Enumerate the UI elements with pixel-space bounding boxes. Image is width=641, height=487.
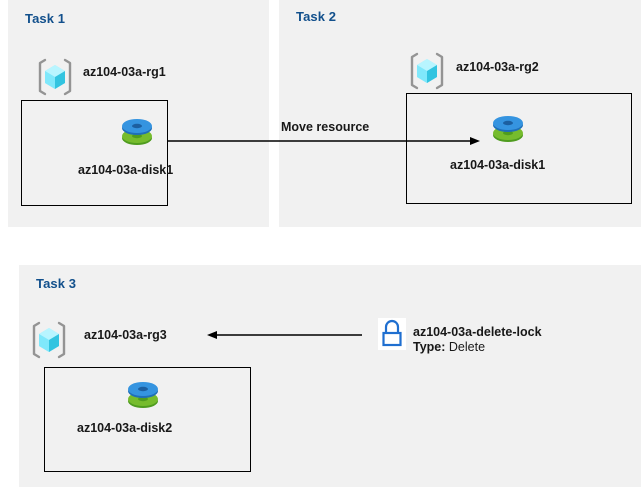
lock-type-value: Delete xyxy=(448,340,486,354)
resource-group-icon xyxy=(30,320,68,360)
lock-name-label: az104-03a-delete-lock xyxy=(413,325,542,339)
task-title-task2: Task 2 xyxy=(296,9,337,24)
resource-group-icon xyxy=(36,57,74,97)
resource-group-icon xyxy=(408,51,446,91)
disk-label-task2: az104-03a-disk1 xyxy=(450,158,546,172)
resource-group-box-rg2 xyxy=(406,93,632,204)
lock-type-key: Type: xyxy=(413,340,446,354)
lock-text-block: az104-03a-delete-lock Type: Delete xyxy=(413,325,542,355)
lock-icon xyxy=(378,318,406,350)
disk-label-task3: az104-03a-disk2 xyxy=(77,421,173,435)
lock-type-line: Type: Delete xyxy=(413,340,542,355)
managed-disk-icon xyxy=(123,374,163,414)
managed-disk-icon xyxy=(117,111,157,151)
managed-disk-icon xyxy=(488,108,528,148)
task-title-task1: Task 1 xyxy=(25,11,66,26)
resource-group-label-rg1: az104-03a-rg1 xyxy=(83,65,166,79)
resource-group-box-rg1 xyxy=(21,100,168,206)
move-resource-arrow-label: Move resource xyxy=(281,120,370,134)
resource-group-label-rg3: az104-03a-rg3 xyxy=(84,328,167,342)
resource-group-label-rg2: az104-03a-rg2 xyxy=(456,60,539,74)
task-title-task3: Task 3 xyxy=(36,276,77,291)
disk-label-task1: az104-03a-disk1 xyxy=(78,163,174,177)
